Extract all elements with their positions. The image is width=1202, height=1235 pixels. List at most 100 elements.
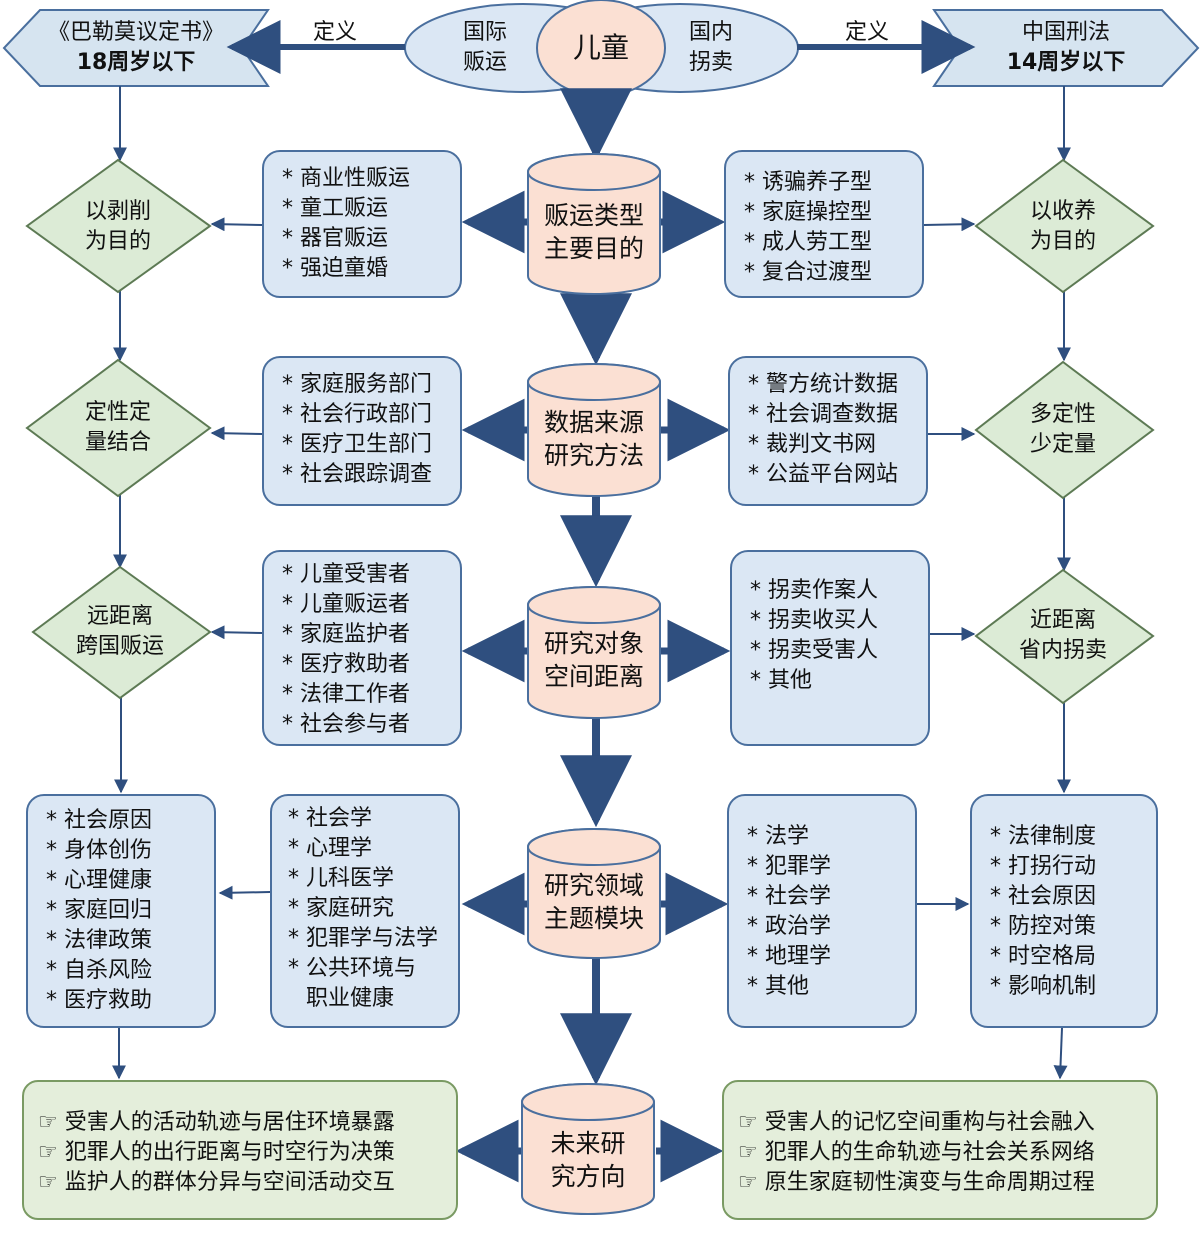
diamond-short-distance-l1: 近距离 <box>1029 608 1096 633</box>
ellipse-children-label: 儿童 <box>572 31 629 64</box>
list-item: ☞ 犯罪人的出行距离与时空行为决策 <box>38 1140 395 1165</box>
list-item: * 家庭研究 <box>288 896 394 921</box>
diamond-adoption-l1: 以收养 <box>1029 199 1096 224</box>
list-item: * 警方统计数据 <box>748 372 898 397</box>
list-item: * 犯罪学与法学 <box>288 926 438 951</box>
objects-right-box: * 拐卖作案人 * 拐卖收买人 * 拐卖受害人 * 其他 <box>730 550 930 746</box>
diamond-short-distance-l2: 省内拐卖 <box>1018 638 1107 663</box>
cylinder-types-l2: 主要目的 <box>543 234 644 263</box>
cylinder-sources-l2: 研究方法 <box>543 441 644 470</box>
list-item: * 社会学 <box>747 884 831 909</box>
list-item: * 其他 <box>747 974 809 999</box>
list-item: * 医疗救助者 <box>282 652 410 677</box>
define-label-right: 定义 <box>844 20 889 45</box>
cylinder-types: 贩运类型 主要目的 <box>528 196 660 268</box>
cylinder-future: 未来研 究方向 <box>522 1124 654 1196</box>
cylinder-sources: 数据来源 研究方法 <box>528 403 660 475</box>
right-banner-title: 中国刑法 <box>1021 20 1110 45</box>
list-item: * 裁判文书网 <box>748 432 876 457</box>
diamond-short-distance: 近距离 省内拐卖 <box>993 605 1133 667</box>
list-item: * 拐卖收买人 <box>750 608 878 633</box>
themes-far-left-box: * 社会原因 * 身体创伤 * 心理健康 * 家庭回归 * 法律政策 * 自杀风… <box>26 794 216 1028</box>
ellipse-international-line1: 国际 <box>462 20 507 45</box>
list-item: * 政治学 <box>747 914 831 939</box>
list-item: * 家庭操控型 <box>744 200 872 225</box>
list-item: * 法学 <box>747 824 809 849</box>
cylinder-fields-l2: 主题模块 <box>543 904 644 933</box>
list-item: * 心理学 <box>288 836 372 861</box>
list-item: * 拐卖受害人 <box>750 638 878 663</box>
future-right-box: ☞ 受害人的记忆空间重构与社会融入 ☞ 犯罪人的生命轨迹与社会关系网络 ☞ 原生… <box>722 1080 1158 1220</box>
list-item: * 其他 <box>750 668 812 693</box>
diamond-more-qual-l1: 多定性 <box>1029 402 1096 427</box>
diamond-qual-quant-l2: 量结合 <box>84 430 151 455</box>
diamond-adoption-l2: 为目的 <box>1029 229 1096 254</box>
list-item: * 社会跟踪调查 <box>282 462 432 487</box>
ellipse-domestic-line2: 拐卖 <box>688 50 733 75</box>
future-left-box: ☞ 受害人的活动轨迹与居住环境暴露 ☞ 犯罪人的出行距离与时空行为决策 ☞ 监护… <box>22 1080 458 1220</box>
objects-left-box: * 儿童受害者 * 儿童贩运者 * 家庭监护者 * 医疗救助者 * 法律工作者 … <box>262 550 462 746</box>
list-item: * 社会参与者 <box>282 712 410 737</box>
list-item: * 社会行政部门 <box>282 402 432 427</box>
left-banner-value: 18周岁以下 <box>76 50 196 75</box>
list-item: * 打拐行动 <box>990 854 1096 879</box>
right-banner-value: 14周岁以下 <box>1006 50 1126 75</box>
define-label-left: 定义 <box>312 20 357 45</box>
thin-connectors <box>112 86 1071 1080</box>
ellipse-domestic-line1: 国内 <box>688 20 733 45</box>
list-item: * 法律政策 <box>46 928 152 953</box>
right-diamonds <box>974 158 1155 705</box>
cylinder-future-l1: 未来研 <box>550 1129 626 1158</box>
list-item: * 自杀风险 <box>46 958 152 983</box>
list-item: ☞ 原生家庭韧性演变与生命周期过程 <box>738 1170 1095 1195</box>
list-item: * 儿童受害者 <box>282 562 410 587</box>
list-item: * 家庭服务部门 <box>282 372 432 397</box>
cylinder-objects-l2: 空间距离 <box>543 662 644 691</box>
list-item: * 医疗救助 <box>46 988 152 1013</box>
diamond-long-distance-l2: 跨国贩运 <box>75 634 164 659</box>
cylinders <box>521 153 661 1215</box>
left-banner-shape <box>2 9 270 87</box>
sources-right-box: * 警方统计数据 * 社会调查数据 * 裁判文书网 * 公益平台网站 <box>728 356 928 506</box>
list-item: ☞ 受害人的记忆空间重构与社会融入 <box>738 1110 1095 1135</box>
list-item: * 犯罪学 <box>747 854 831 879</box>
themes-far-right-box: * 法律制度 * 打拐行动 * 社会原因 * 防控对策 * 时空格局 * 影响机… <box>970 794 1158 1028</box>
ellipse-international-line2: 贩运 <box>462 50 507 75</box>
list-item: * 器官贩运 <box>282 226 388 251</box>
list-item: * 社会调查数据 <box>748 402 898 427</box>
types-right-box: * 诱骗养子型 * 家庭操控型 * 成人劳工型 * 复合过渡型 <box>724 150 924 298</box>
list-item: * 复合过渡型 <box>744 260 872 285</box>
sources-left-box: * 家庭服务部门 * 社会行政部门 * 医疗卫生部门 * 社会跟踪调查 <box>262 356 462 506</box>
list-item: * 心理健康 <box>46 868 152 893</box>
list-item: * 拐卖作案人 <box>750 578 878 603</box>
cylinder-fields: 研究领域 主题模块 <box>528 866 660 938</box>
list-item: * 时空格局 <box>990 944 1096 969</box>
list-item: * 童工贩运 <box>282 196 388 221</box>
list-item: ☞ 受害人的活动轨迹与居住环境暴露 <box>38 1110 395 1135</box>
cylinder-fields-l1: 研究领域 <box>543 871 644 900</box>
list-item: 职业健康 <box>306 986 395 1011</box>
ellipse-international-label: 国际 贩运 <box>450 18 520 78</box>
diamond-exploitation-l1: 以剥削 <box>84 199 151 224</box>
list-item: * 儿科医学 <box>288 866 394 891</box>
diamond-qual-quant: 定性定 量结合 <box>48 397 188 459</box>
list-item: * 儿童贩运者 <box>282 592 410 617</box>
list-item: * 社会原因 <box>46 808 152 833</box>
list-item: ☞ 监护人的群体分异与空间活动交互 <box>38 1170 395 1195</box>
list-item: * 法律制度 <box>990 824 1096 849</box>
cylinder-side-arrows <box>455 190 731 1183</box>
types-left-box: * 商业性贩运 * 童工贩运 * 器官贩运 * 强迫童婚 <box>262 150 462 298</box>
fields-right-box: * 法学 * 犯罪学 * 社会学 * 政治学 * 地理学 * 其他 <box>727 794 917 1028</box>
list-item: * 法律工作者 <box>282 682 410 707</box>
list-item: * 社会原因 <box>990 884 1096 909</box>
list-item: * 公益平台网站 <box>748 462 898 487</box>
diamond-exploitation-l2: 为目的 <box>84 229 151 254</box>
diamond-more-qual-l2: 少定量 <box>1029 432 1096 457</box>
ellipse-domestic-label: 国内 拐卖 <box>676 18 746 78</box>
list-item: * 社会学 <box>288 806 372 831</box>
list-item: * 身体创伤 <box>46 838 152 863</box>
list-item: * 地理学 <box>747 944 831 969</box>
list-item: * 成人劳工型 <box>744 230 872 255</box>
cylinder-objects: 研究对象 空间距离 <box>528 624 660 696</box>
